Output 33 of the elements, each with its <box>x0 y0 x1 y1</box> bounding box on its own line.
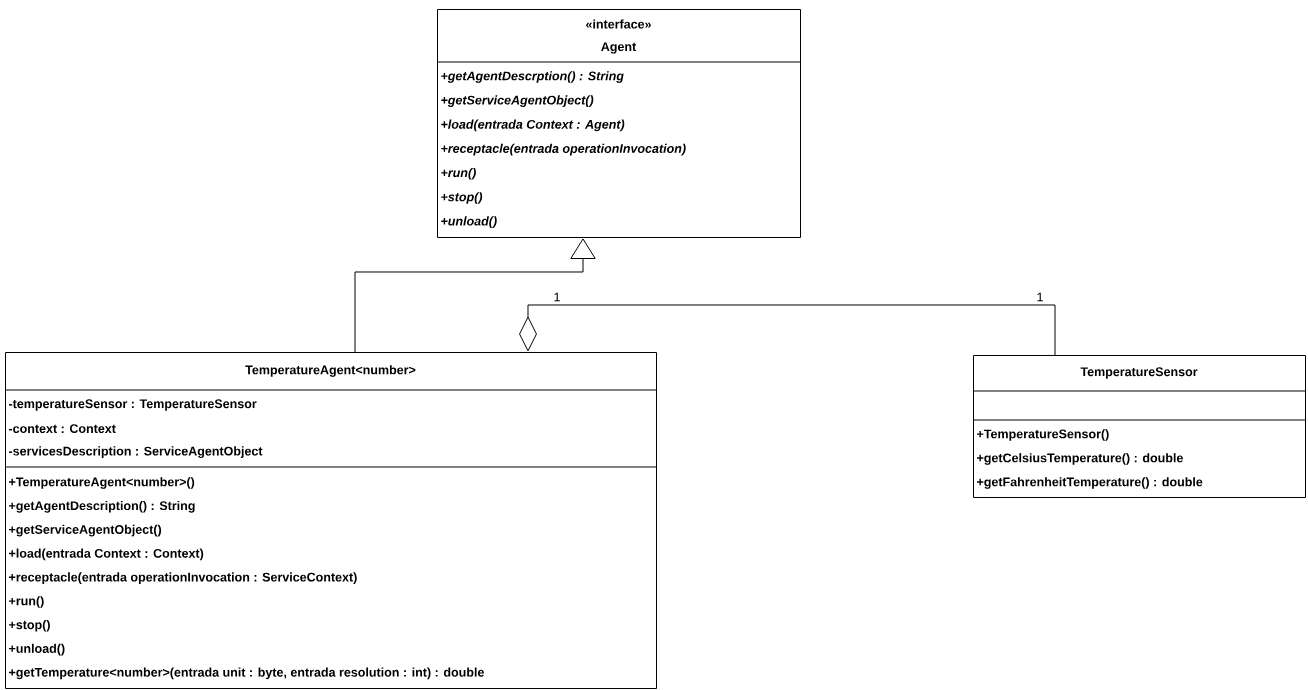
member-text: +load(entrada Context : Agent) <box>441 119 625 132</box>
member-text: +stop() <box>9 619 50 632</box>
member-text: -temperatureSensor : TemperatureSensor <box>9 399 257 411</box>
class-box <box>972 355 1306 498</box>
member-text: +TemperatureAgent<number>() <box>9 477 195 489</box>
member-text: +getFahrenheitTemperature() : double <box>977 477 1203 489</box>
class-box <box>4 352 657 689</box>
class-name: Agent <box>601 42 637 54</box>
member-text: +receptacle(entrada operationInvocation : ServiceContext) <box>9 572 357 584</box>
member-text: +load(entrada Context : Context) <box>9 548 204 561</box>
member-text: +getServiceAgentObject() <box>441 95 594 107</box>
member-text: +getAgentDescription() : String <box>9 500 195 513</box>
multiplicity-label: 1 <box>554 292 560 302</box>
multiplicity-label: 1 <box>1037 292 1043 302</box>
member-text: +getServiceAgentObject() <box>9 524 162 537</box>
member-text: -context : Context <box>9 424 116 433</box>
member-text: -servicesDescription : ServiceAgentObject <box>9 446 263 459</box>
member-text: +getCelsiusTemperature() : double <box>977 453 1183 465</box>
member-text: +stop() <box>441 192 483 204</box>
class-name: TemperatureSensor <box>1080 367 1198 379</box>
member-text: +run() <box>9 596 44 608</box>
member-text: +unload() <box>9 643 65 656</box>
member-text: +getAgentDescrption() : String <box>441 71 624 83</box>
member-text: +run() <box>441 167 476 180</box>
connector <box>354 238 596 353</box>
member-text: +unload() <box>441 216 497 228</box>
class-name: TemperatureAgent<number> <box>245 365 416 377</box>
class-box <box>436 9 801 238</box>
class-name: «interface» <box>586 19 651 29</box>
connector <box>519 304 1056 356</box>
member-text: +receptacle(entrada operationInvocation) <box>441 143 686 156</box>
member-text: +TemperatureSensor() <box>977 429 1109 441</box>
member-text: +getTemperature<number>(entrada unit : byte, entrada resolution : int) : double <box>9 667 484 680</box>
